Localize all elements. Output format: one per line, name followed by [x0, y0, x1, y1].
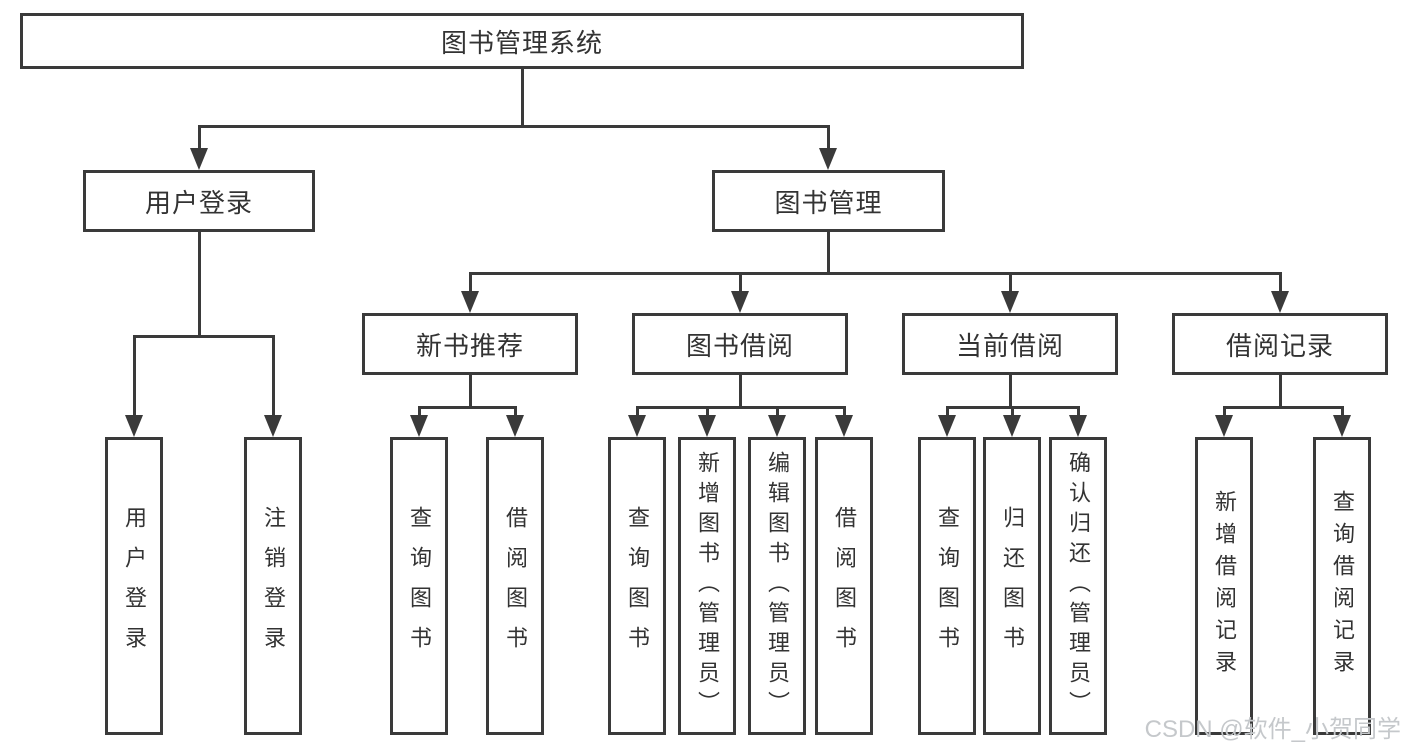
- leaf-query-books-current: 查询图书: [918, 437, 976, 735]
- connector-line: [637, 406, 845, 409]
- connector-line: [843, 406, 846, 418]
- connector-line: [418, 406, 421, 418]
- arrowhead-icon: [125, 415, 143, 437]
- connector-line: [469, 272, 472, 293]
- arrowhead-icon: [1003, 415, 1021, 437]
- arrowhead-icon: [768, 415, 786, 437]
- connector-line: [1279, 272, 1282, 293]
- node-book-management: 图书管理: [712, 170, 945, 232]
- leaf-add-books-admin: 新增图书（管理员）: [678, 437, 736, 735]
- connector-line: [1341, 406, 1344, 418]
- node-borrow-records: 借阅记录: [1172, 313, 1388, 375]
- arrowhead-icon: [1271, 291, 1289, 313]
- leaf-query-borrow-record: 查询借阅记录: [1313, 437, 1371, 735]
- connector-line: [1223, 406, 1226, 418]
- node-book-borrow: 图书借阅: [632, 313, 848, 375]
- connector-line: [1224, 406, 1343, 409]
- connector-line: [514, 406, 517, 418]
- leaf-borrow-books-recommend: 借阅图书: [486, 437, 544, 735]
- arrowhead-icon: [1069, 415, 1087, 437]
- connector-line: [827, 125, 830, 151]
- connector-line: [739, 272, 742, 293]
- arrowhead-icon: [410, 415, 428, 437]
- arrowhead-icon: [938, 415, 956, 437]
- connector-line: [198, 231, 201, 337]
- leaf-user-login: 用户登录: [105, 437, 163, 735]
- leaf-borrow-books: 借阅图书: [815, 437, 873, 735]
- arrowhead-icon: [506, 415, 524, 437]
- arrowhead-icon: [698, 415, 716, 437]
- arrowhead-icon: [731, 291, 749, 313]
- connector-line: [134, 335, 274, 338]
- connector-line: [1011, 406, 1014, 418]
- arrowhead-icon: [819, 148, 837, 170]
- connector-line: [133, 335, 136, 417]
- connector-line: [739, 374, 742, 408]
- arrowhead-icon: [1001, 291, 1019, 313]
- node-current-borrow: 当前借阅: [902, 313, 1118, 375]
- connector-line: [776, 406, 779, 418]
- connector-line: [419, 406, 516, 409]
- node-root: 图书管理系统: [20, 13, 1024, 69]
- connector-line: [827, 231, 830, 274]
- arrowhead-icon: [628, 415, 646, 437]
- connector-line: [199, 125, 829, 128]
- connector-line: [1009, 272, 1012, 293]
- leaf-query-books-recommend: 查询图书: [390, 437, 448, 735]
- connector-line: [1279, 374, 1282, 408]
- connector-line: [470, 272, 1281, 275]
- connector-line: [1077, 406, 1080, 418]
- connector-line: [636, 406, 639, 418]
- arrowhead-icon: [1333, 415, 1351, 437]
- arrowhead-icon: [461, 291, 479, 313]
- connector-line: [946, 406, 949, 418]
- csdn-watermark: CSDN @软件_小贺同学: [1144, 716, 1401, 743]
- arrowhead-icon: [1215, 415, 1233, 437]
- leaf-add-borrow-record: 新增借阅记录: [1195, 437, 1253, 735]
- arrowhead-icon: [835, 415, 853, 437]
- leaf-query-books-borrow: 查询图书: [608, 437, 666, 735]
- connector-line: [272, 335, 275, 417]
- arrowhead-icon: [190, 148, 208, 170]
- connector-line: [198, 125, 201, 151]
- leaf-edit-books-admin: 编辑图书（管理员）: [748, 437, 806, 735]
- node-new-book-recommend: 新书推荐: [362, 313, 578, 375]
- arrowhead-icon: [264, 415, 282, 437]
- leaf-confirm-return-admin: 确认归还（管理员）: [1049, 437, 1107, 735]
- leaf-logout: 注销登录: [244, 437, 302, 735]
- connector-line: [706, 406, 709, 418]
- node-user-login: 用户登录: [83, 170, 315, 232]
- connector-line: [469, 374, 472, 408]
- connector-line: [521, 67, 524, 127]
- leaf-return-books: 归还图书: [983, 437, 1041, 735]
- connector-line: [1009, 374, 1012, 408]
